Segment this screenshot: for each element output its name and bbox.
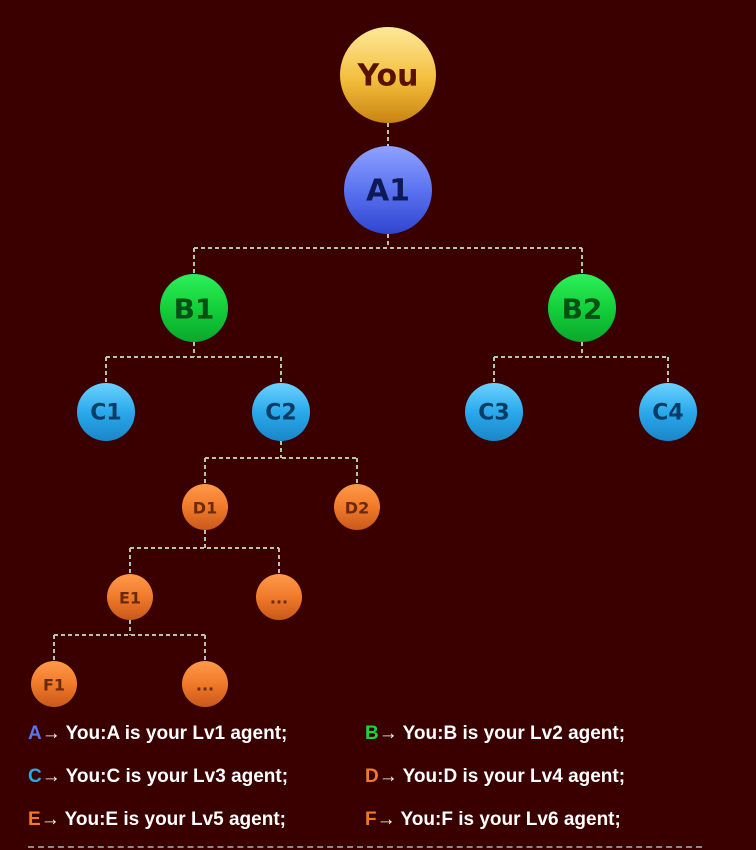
legend-key-d: D	[365, 765, 379, 787]
node-c1: C1	[77, 383, 135, 441]
legend-row: A→ You:A is your Lv1 agent; B→ You:B is …	[28, 712, 728, 755]
legend-text-d: → You:D is your Lv4 agent;	[378, 765, 626, 787]
tree-connectors	[53, 123, 669, 661]
legend-text-e: → You:E is your Lv5 agent;	[40, 808, 286, 830]
legend-item-b: B→ You:B is your Lv2 agent;	[365, 723, 702, 745]
legend-key-f: F	[365, 808, 377, 830]
node-e_more: ...	[256, 574, 302, 620]
legend-text-f: → You:F is your Lv6 agent;	[376, 808, 621, 830]
node-label-a1: A1	[366, 174, 410, 209]
node-circle-c1	[77, 383, 135, 441]
node-circle-d1	[182, 484, 228, 530]
node-circle-c4	[639, 383, 697, 441]
node-label-you: You	[357, 59, 419, 94]
node-circle-f_more	[182, 661, 228, 707]
legend-text-c: → You:C is your Lv3 agent;	[41, 765, 289, 787]
node-label-c3: C3	[478, 401, 509, 426]
legend-key-e: E	[28, 808, 41, 830]
legend-item-f: F→ You:F is your Lv6 agent;	[365, 809, 702, 831]
node-label-b1: B1	[174, 293, 215, 326]
node-circle-b2	[548, 274, 616, 342]
node-you: You	[340, 27, 436, 123]
node-b2: B2	[548, 274, 616, 342]
legend-item-d: D→ You:D is your Lv4 agent;	[365, 766, 702, 788]
node-label-c4: C4	[652, 401, 683, 426]
node-circle-e1	[107, 574, 153, 620]
legend-text-b: → You:B is your Lv2 agent;	[378, 722, 626, 744]
node-label-d2: D2	[345, 499, 369, 518]
node-c3: C3	[465, 383, 523, 441]
node-label-c1: C1	[90, 401, 121, 426]
node-label-d1: D1	[193, 499, 217, 518]
node-label-e1: E1	[119, 589, 141, 608]
legend-row: E→ You:E is your Lv5 agent; F→ You:F is …	[28, 798, 728, 841]
node-f_more: ...	[182, 661, 228, 707]
node-f1: F1	[31, 661, 77, 707]
node-circle-a1	[344, 146, 432, 234]
node-c2: C2	[252, 383, 310, 441]
node-label-f1: F1	[43, 676, 65, 695]
node-d2: D2	[334, 484, 380, 530]
node-circle-you	[340, 27, 436, 123]
node-a1: A1	[344, 146, 432, 234]
node-circle-c2	[252, 383, 310, 441]
legend-key-c: C	[28, 765, 42, 787]
bottom-divider	[28, 846, 702, 848]
legend-row: C→ You:C is your Lv3 agent; D→ You:D is …	[28, 755, 728, 798]
node-c4: C4	[639, 383, 697, 441]
node-label-f_more: ...	[196, 676, 214, 695]
node-d1: D1	[182, 484, 228, 530]
node-circle-d2	[334, 484, 380, 530]
legend-text-a: → You:A is your Lv1 agent;	[41, 722, 288, 744]
legend-item-c: C→ You:C is your Lv3 agent;	[28, 766, 365, 788]
legend-item-a: A→ You:A is your Lv1 agent;	[28, 723, 365, 745]
node-circle-b1	[160, 274, 228, 342]
node-label-b2: B2	[562, 293, 603, 326]
node-label-e_more: ...	[270, 589, 288, 608]
node-circle-c3	[465, 383, 523, 441]
node-b1: B1	[160, 274, 228, 342]
legend-key-b: B	[365, 722, 379, 744]
node-label-c2: C2	[265, 401, 296, 426]
legend: A→ You:A is your Lv1 agent; B→ You:B is …	[28, 712, 728, 841]
node-circle-e_more	[256, 574, 302, 620]
legend-key-a: A	[28, 722, 42, 744]
node-e1: E1	[107, 574, 153, 620]
legend-item-e: E→ You:E is your Lv5 agent;	[28, 809, 365, 831]
node-circle-f1	[31, 661, 77, 707]
